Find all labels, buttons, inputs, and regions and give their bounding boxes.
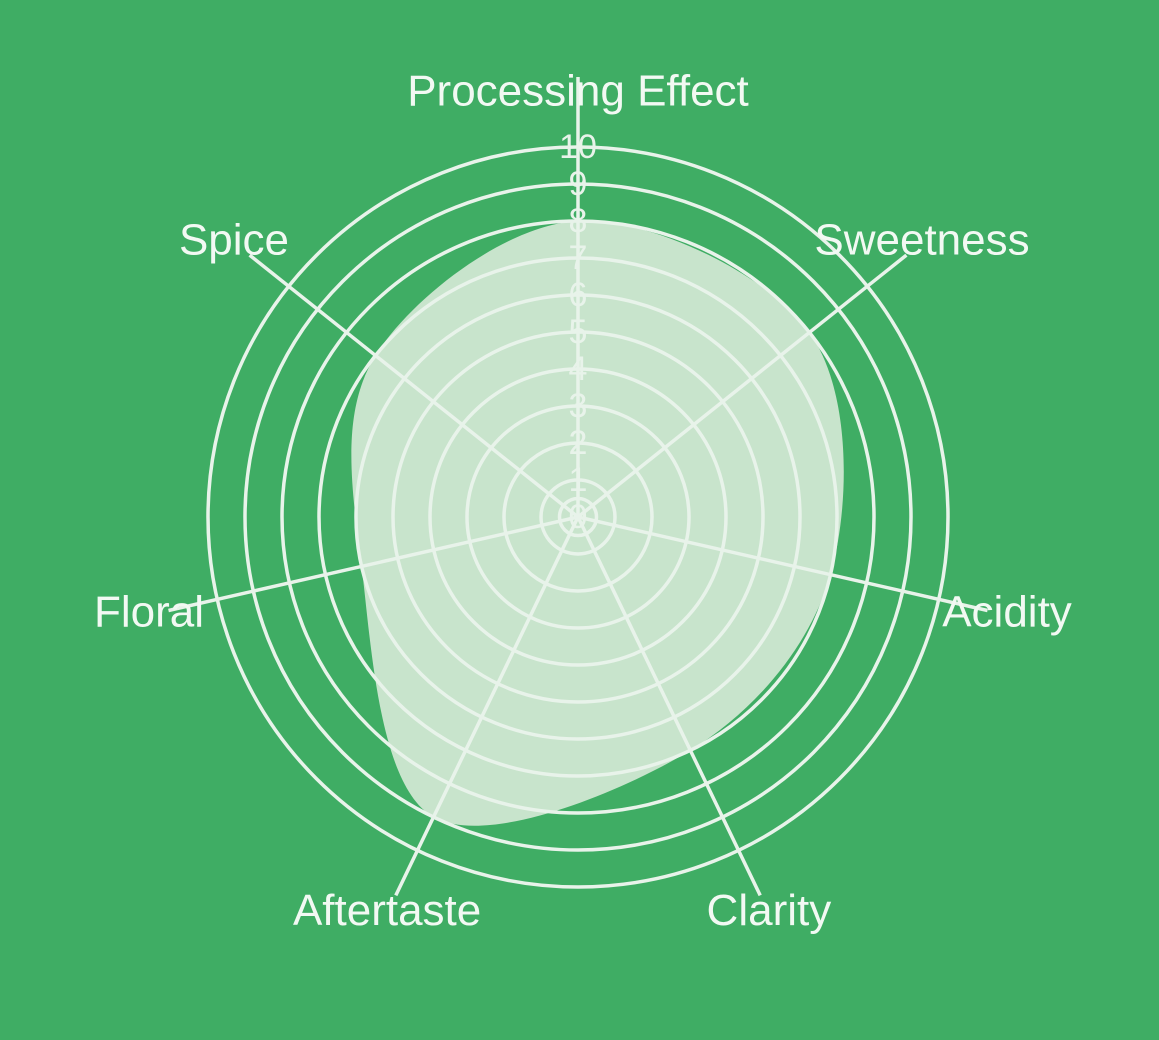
spoke-clarity: [576, 516, 762, 897]
series-area: [351, 220, 844, 826]
spoke-sweetness: [576, 253, 908, 519]
axis-label-clarity: Clarity: [707, 886, 832, 935]
axis-label-spice: Spice: [179, 215, 289, 264]
tick-label-3: 3: [569, 387, 588, 425]
spoke-spice: [248, 253, 580, 519]
axis-label-acidity: Acidity: [942, 588, 1072, 637]
tick-label-0: 0: [569, 498, 588, 536]
spoke-aftertaste: [394, 516, 580, 897]
axis-label-sweetness: Sweetness: [814, 215, 1029, 264]
tick-label-4: 4: [569, 350, 588, 388]
tick-label-9: 9: [569, 165, 588, 203]
tick-label-7: 7: [569, 239, 588, 277]
spoke-floral: [168, 515, 579, 613]
axis-label-floral: Floral: [94, 588, 204, 637]
tick-label-6: 6: [569, 276, 588, 314]
tick-label-8: 8: [569, 202, 588, 240]
tick-label-10: 10: [559, 128, 597, 166]
spoke-acidity: [577, 515, 988, 613]
tick-label-5: 5: [569, 313, 588, 351]
tick-label-2: 2: [569, 424, 588, 462]
axis-label-processing-effect: Processing Effect: [407, 67, 749, 116]
axis-label-aftertaste: Aftertaste: [293, 886, 481, 935]
tick-label-1: 1: [569, 461, 588, 499]
